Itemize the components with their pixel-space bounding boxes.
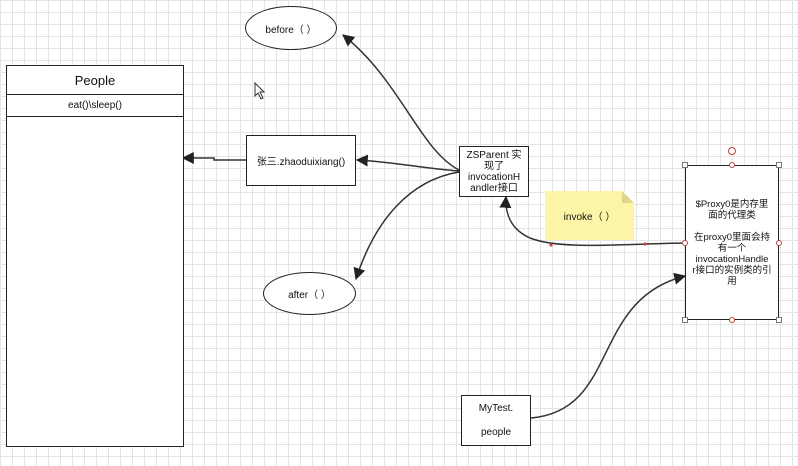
proxy-line-7: r接口的实例类的引	[692, 264, 772, 276]
mytest-line-1: MyTest.	[478, 402, 514, 414]
proxy-box[interactable]: $Proxy0是内存里 面的代理类 在proxy0里面会持 有一个 invoca…	[685, 165, 779, 320]
before-ellipse[interactable]: before（ ）	[245, 6, 337, 50]
mouse-cursor-icon	[254, 81, 266, 100]
zsparent-line-4: andler接口	[470, 182, 518, 194]
zsparent-line-2: 现了	[484, 160, 504, 172]
proxy-line-6: invocationHandle	[695, 253, 769, 265]
zhangsan-call-box[interactable]: 张三.zhaoduixiang()	[246, 135, 356, 186]
zsparent-line-3: invocationH	[467, 171, 521, 183]
arrow-to-after	[353, 171, 460, 281]
people-class-title: People	[7, 66, 183, 95]
connection-point-right[interactable]	[776, 240, 782, 246]
zsparent-line-1: ZSParent 实	[466, 149, 522, 161]
note-fold-icon	[622, 191, 634, 203]
arrow-mytest-to-proxy	[530, 272, 687, 419]
resize-handle-bottom-right[interactable]	[776, 317, 782, 323]
proxy-line-4: 在proxy0里面会持	[693, 231, 770, 243]
arrow-to-people	[181, 152, 246, 164]
proxy-line-2: 面的代理类	[708, 209, 756, 221]
arrow-to-zhangsan	[355, 154, 460, 172]
resize-handle-top-right[interactable]	[776, 162, 782, 168]
mytest-box[interactable]: MyTest. people	[461, 395, 531, 446]
after-ellipse[interactable]: after（ ）	[263, 272, 356, 315]
resize-handle-top-left[interactable]	[682, 162, 688, 168]
connection-point-left[interactable]	[682, 240, 688, 246]
arrow-to-before	[342, 34, 460, 171]
connection-point-bottom[interactable]	[729, 317, 735, 323]
arrow-proxy-to-zsparent	[499, 195, 686, 247]
mytest-line-3: people	[480, 426, 512, 438]
connection-point-top[interactable]	[729, 162, 735, 168]
zsparent-box[interactable]: ZSParent 实 现了 invocationH andler接口	[459, 146, 529, 197]
resize-handle-bottom-left[interactable]	[682, 317, 688, 323]
rotate-handle[interactable]	[728, 147, 736, 155]
proxy-line-1: $Proxy0是内存里	[695, 198, 769, 210]
invoke-note-label: invoke（ ）	[563, 212, 616, 223]
proxy-line-8: 用	[727, 275, 737, 287]
people-class-box[interactable]: People eat()\sleep()	[6, 65, 184, 447]
invoke-note[interactable]: invoke（ ）	[545, 191, 634, 240]
people-class-methods: eat()\sleep()	[7, 95, 183, 117]
proxy-line-5: 有一个	[717, 242, 747, 254]
